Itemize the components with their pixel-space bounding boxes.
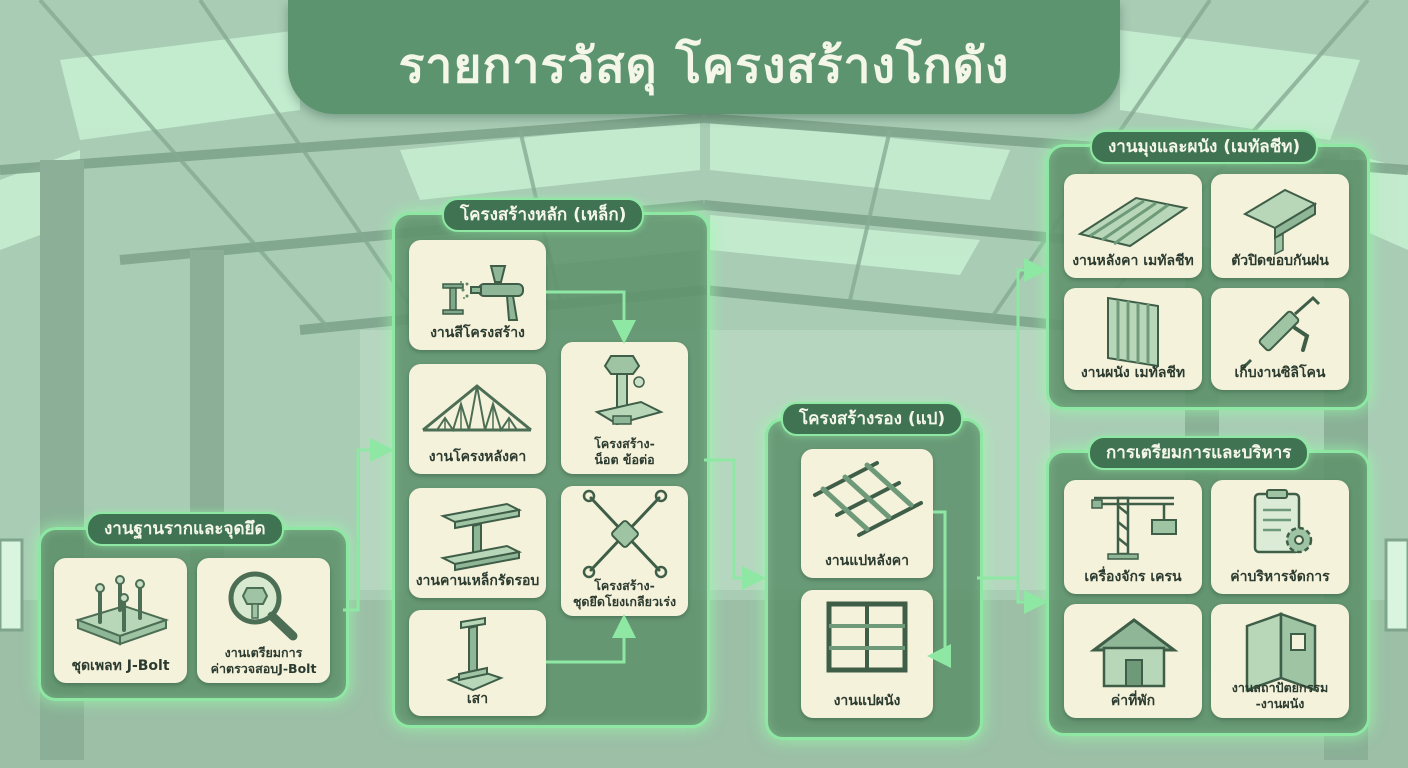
card-column[interactable]: เสา	[409, 610, 546, 716]
architecture-wall-icon	[1245, 612, 1317, 692]
flashing-icon	[1242, 188, 1318, 256]
card-label-line2: ค่าตรวจสอบJ-Bolt	[210, 661, 317, 676]
card-architecture-wall[interactable]: งานสถาปัตยกรรม -งานผนัง	[1211, 604, 1349, 718]
card-label: เก็บงานซิลิโคน	[1234, 365, 1326, 381]
card-label-line1: โครงสร้าง-	[594, 436, 655, 451]
card-structure-paint[interactable]: งานสีโครงสร้าง	[409, 240, 546, 350]
card-silicone-sealing[interactable]: เก็บงานซิลิโคน	[1211, 288, 1349, 390]
card-label: ตัวปิดขอบกันฝน	[1231, 253, 1329, 269]
card-crane-machinery[interactable]: เครื่องจักร เครน	[1064, 480, 1202, 594]
card-label: งานแปผนัง	[833, 693, 901, 709]
bolt-nut-icon	[594, 355, 664, 426]
i-beam-icon	[439, 502, 523, 572]
card-roof-metal-sheet[interactable]: งานหลังคา เมทัลชีท	[1064, 174, 1202, 278]
card-label: งานสีโครงสร้าง	[430, 325, 525, 341]
card-roof-purlin[interactable]: งานแปหลังคา	[801, 449, 933, 578]
card-label-line2: น็อต ข้อต่อ	[594, 452, 655, 467]
magnifier-bolt-icon	[228, 571, 298, 641]
group-roof-wall-label: งานมุงและผนัง (เมทัลชีท)	[1090, 130, 1319, 164]
roof-truss-icon	[422, 384, 532, 433]
card-ring-beam[interactable]: งานคานเหล็กรัดรอบ	[409, 488, 546, 598]
card-label: งานโครงหลังคา	[428, 449, 527, 465]
card-wall-metal-sheet[interactable]: งานผนัง เมทัลชีท	[1064, 288, 1202, 390]
card-label: โครงสร้าง- น็อต ข้อต่อ	[563, 436, 686, 468]
card-label: งานเตรียมการ ค่าตรวจสอบJ-Bolt	[199, 645, 328, 677]
anchor-plate-icon	[74, 575, 170, 646]
card-label: งานคานเหล็กรัดรอบ	[415, 573, 540, 589]
wall-purlin-icon	[826, 601, 908, 673]
card-label: งานสถาปัตยกรรม -งานผนัง	[1213, 680, 1347, 712]
roof-sheet-icon	[1077, 196, 1189, 248]
card-label: งานแปหลังคา	[824, 553, 910, 569]
wall-sheet-icon	[1107, 296, 1159, 368]
card-label: งานผนัง เมทัลชีท	[1080, 365, 1186, 381]
card-label: ค่าบริหารจัดการ	[1230, 569, 1330, 585]
group-main-structure-label: โครงสร้างหลัก (เหล็ก)	[442, 198, 645, 232]
house-icon	[1089, 618, 1179, 688]
card-label-line1: งานสถาปัตยกรรม	[1231, 680, 1329, 695]
caulking-gun-icon	[1239, 295, 1321, 372]
clipboard-gear-icon	[1253, 489, 1313, 554]
title-banner: รายการวัสดุ โครงสร้างโกดัง	[288, 0, 1120, 114]
card-turnbuckle-bracing[interactable]: โครงสร้าง- ชุดยึดโยงเกลียวเร่ง	[561, 486, 688, 616]
card-label: ค่าที่พัก	[1110, 693, 1156, 709]
card-label: ชุดเพลท J-Bolt	[71, 658, 170, 674]
card-flashing[interactable]: ตัวปิดขอบกันฝน	[1211, 174, 1349, 278]
group-preparation-label: การเตรียมการและบริหาร	[1088, 436, 1310, 470]
card-label-line1: งานเตรียมการ	[224, 645, 303, 660]
crane-icon	[1091, 496, 1177, 560]
card-roof-truss[interactable]: งานโครงหลังคา	[409, 364, 546, 474]
card-label: เครื่องจักร เครน	[1084, 569, 1182, 585]
turnbuckle-bracing-icon	[582, 489, 668, 579]
card-label-line2: -งานผนัง	[1255, 696, 1305, 711]
card-label-line1: โครงสร้าง-	[594, 578, 655, 593]
spray-gun-icon	[442, 265, 524, 321]
card-bolts-connections[interactable]: โครงสร้าง- น็อต ข้อต่อ	[561, 342, 688, 474]
card-wall-purlin[interactable]: งานแปผนัง	[801, 590, 933, 718]
group-foundation-label: งานฐานรากและจุดยึด	[86, 512, 284, 546]
card-label: งานหลังคา เมทัลชีท	[1072, 253, 1194, 269]
group-secondary-structure-label: โครงสร้างรอง (แป)	[781, 402, 964, 436]
card-j-bolt-inspection[interactable]: งานเตรียมการ ค่าตรวจสอบJ-Bolt	[197, 558, 330, 683]
card-j-bolt-plate[interactable]: ชุดเพลท J-Bolt	[54, 558, 187, 683]
card-label-line2: ชุดยึดโยงเกลียวเร่ง	[572, 594, 677, 609]
roof-purlin-icon	[813, 461, 923, 537]
card-label: โครงสร้าง- ชุดยึดโยงเกลียวเร่ง	[563, 578, 686, 610]
card-management-fee[interactable]: ค่าบริหารจัดการ	[1211, 480, 1349, 594]
page-title: รายการวัสดุ โครงสร้างโกดัง	[398, 38, 1010, 94]
card-label: เสา	[466, 691, 489, 707]
card-accommodation[interactable]: ค่าที่พัก	[1064, 604, 1202, 718]
column-icon	[446, 616, 504, 692]
